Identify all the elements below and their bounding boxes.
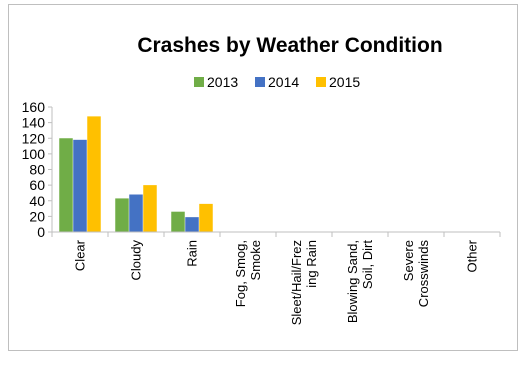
bar-2015-2 xyxy=(199,203,213,232)
x-category-label: Rain xyxy=(185,240,200,267)
legend: 2013 2014 2015 xyxy=(194,74,360,90)
x-category-label: Fog, Smog,Smoke xyxy=(233,240,263,307)
bar-2013-2 xyxy=(171,211,185,232)
y-tick-label: 40 xyxy=(29,193,45,209)
chart-title: Crashes by Weather Condition xyxy=(137,34,442,57)
bar-2014-0 xyxy=(73,139,87,232)
bar-2013-1 xyxy=(115,198,129,232)
chart-frame xyxy=(8,4,518,351)
x-category-label: Sleet/Hail/Frezing Rain xyxy=(289,240,319,325)
legend-label-2015: 2015 xyxy=(329,74,360,90)
bar-2015-0 xyxy=(87,116,101,232)
legend-swatch-2014 xyxy=(255,77,265,87)
y-tick-label: 80 xyxy=(29,162,45,178)
x-category-label: Blowing Sand,Soil, Dirt xyxy=(345,240,375,324)
x-category-label: Other xyxy=(465,239,480,272)
bar-2013-0 xyxy=(59,138,73,232)
legend-swatch-2015 xyxy=(316,77,326,87)
y-tick-label: 120 xyxy=(22,130,46,146)
bar-2014-1 xyxy=(129,194,143,232)
y-tick-label: 100 xyxy=(22,146,46,162)
bars xyxy=(59,116,213,232)
bar-2014-2 xyxy=(185,217,199,232)
y-tick-label: 20 xyxy=(29,208,45,224)
legend-label-2014: 2014 xyxy=(268,74,299,90)
x-category-label: SevereCrosswinds xyxy=(401,240,431,308)
x-category-label: Cloudy xyxy=(129,240,144,281)
legend-label-2013: 2013 xyxy=(207,74,238,90)
y-tick-label: 160 xyxy=(22,99,46,115)
bar-2015-1 xyxy=(143,185,157,232)
legend-swatch-2013 xyxy=(194,77,204,87)
x-category-label: Clear xyxy=(73,239,88,271)
x-axis: Clear Cloudy Rain Fog, Smog,Smoke Sleet/Hail… xyxy=(51,231,501,325)
y-tick-label: 0 xyxy=(37,224,45,240)
y-tick-label: 140 xyxy=(22,115,46,131)
y-tick-label: 60 xyxy=(29,177,45,193)
